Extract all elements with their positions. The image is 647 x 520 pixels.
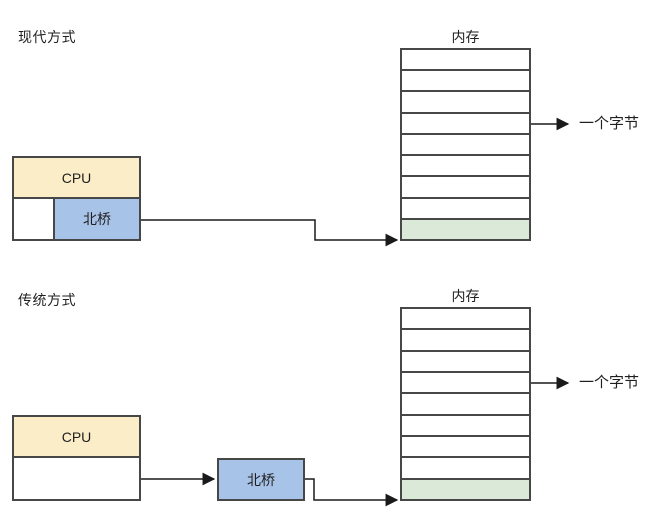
memory-row-highlighted	[402, 217, 529, 239]
memory-row	[402, 175, 529, 197]
memory-stack-traditional	[400, 307, 531, 501]
cpu-empty-cell	[14, 199, 55, 239]
memory-row	[402, 309, 529, 329]
cpu-block: CPU	[14, 417, 139, 458]
memory-title-modern: 内存	[451, 29, 480, 45]
memory-row	[402, 370, 529, 393]
byte-annotation-traditional: 一个字节	[579, 374, 640, 391]
cpu-package-modern: CPU 北桥	[12, 156, 141, 241]
memory-row	[402, 349, 529, 371]
section-title-modern: 现代方式	[18, 29, 76, 45]
connector-northbridge-to-memory-modern	[141, 219, 399, 247]
memory-row	[402, 392, 529, 414]
northbridge-standalone-block: 北桥	[217, 458, 305, 501]
memory-row	[402, 90, 529, 112]
memory-title-traditional: 内存	[451, 288, 480, 304]
connector-northbridge-to-memory-traditional	[305, 478, 399, 507]
northbridge-label: 北桥	[247, 471, 275, 488]
memory-stack-modern	[400, 48, 531, 241]
memory-row	[402, 50, 529, 70]
memory-row	[402, 154, 529, 176]
memory-row	[402, 132, 529, 155]
memory-row	[402, 69, 529, 91]
northbridge-integrated-block: 北桥	[55, 199, 139, 239]
memory-row	[402, 328, 529, 350]
cpu-label: CPU	[61, 169, 92, 186]
memory-row	[402, 111, 529, 133]
memory-row	[402, 413, 529, 435]
cpu-package-traditional: CPU	[12, 415, 141, 501]
cpu-block: CPU	[14, 158, 139, 199]
cpu-lower-row: 北桥	[14, 199, 139, 239]
memory-row	[402, 434, 529, 457]
cpu-label: CPU	[61, 428, 92, 445]
northbridge-label: 北桥	[83, 211, 111, 227]
memory-row	[402, 196, 529, 218]
cpu-lower-row	[14, 458, 139, 499]
section-title-traditional: 传统方式	[18, 292, 76, 308]
memory-row	[402, 456, 529, 478]
memory-row-highlighted	[402, 477, 529, 499]
byte-annotation-modern: 一个字节	[579, 115, 640, 132]
